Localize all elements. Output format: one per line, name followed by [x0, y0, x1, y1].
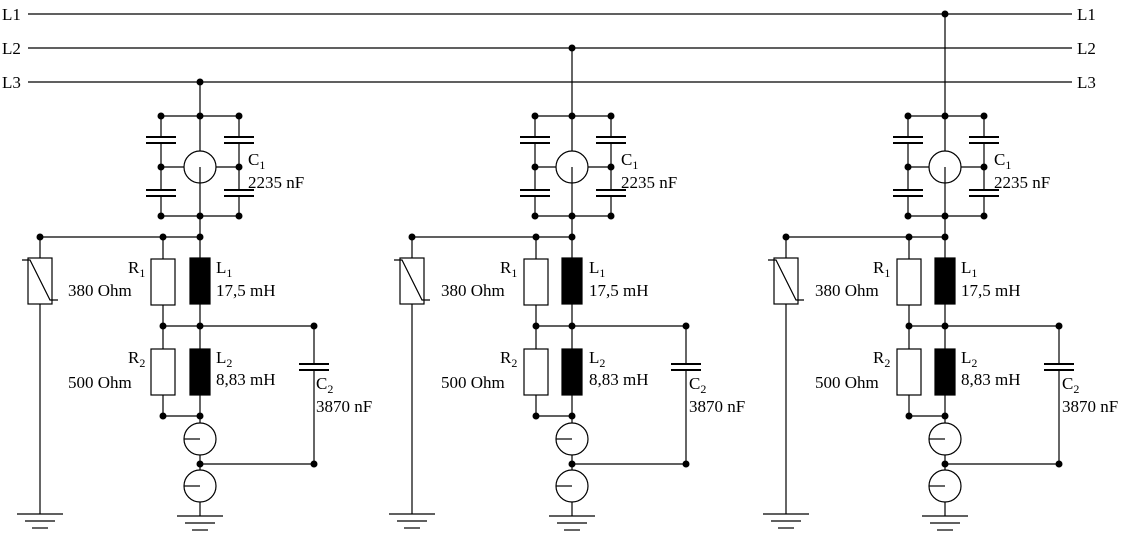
c1-value: 2235 nF: [621, 173, 677, 192]
l1-label: L1: [589, 258, 605, 280]
r1-value: 380 Ohm: [815, 281, 879, 300]
c1-capacitor-bank: [520, 112, 626, 220]
bus-label-l3-right: L3: [1077, 73, 1096, 92]
r1-label: R1: [500, 258, 517, 280]
inductor-l1: [561, 257, 583, 305]
surge-arrester: [22, 237, 58, 514]
c1-label: C1: [248, 150, 265, 172]
bus-label-l1-left: L1: [2, 5, 21, 24]
c2-label: C2: [316, 374, 333, 396]
c2-value: 3870 nF: [1062, 397, 1118, 416]
l2-label: L2: [216, 348, 232, 370]
bus-label-l1-right: L1: [1077, 5, 1096, 24]
l1-value: 17,5 mH: [589, 281, 649, 300]
c1-label: C1: [621, 150, 638, 172]
l2-label: L2: [961, 348, 977, 370]
c1-value: 2235 nF: [994, 173, 1050, 192]
inductor-l1: [189, 257, 211, 305]
junction-dot: [196, 78, 204, 86]
resistor-r2: [523, 348, 549, 396]
r1-label: R1: [128, 258, 145, 280]
r2-label: R2: [500, 348, 517, 370]
inductor-l2: [561, 348, 583, 396]
filter-stage: C1 2235 nF R1 380 Ohm L1 17,5 mH: [17, 78, 372, 531]
r1-value: 380 Ohm: [68, 281, 132, 300]
l2-value: 8,83 mH: [961, 370, 1021, 389]
c1-value: 2235 nF: [248, 173, 304, 192]
resistor-r1: [523, 258, 549, 306]
inductor-l2: [189, 348, 211, 396]
l1-value: 17,5 mH: [961, 281, 1021, 300]
inductor-l1: [934, 257, 956, 305]
l1-label: L1: [216, 258, 232, 280]
surge-arrester: [394, 237, 430, 514]
resistor-r2: [896, 348, 922, 396]
ground-symbol: [922, 515, 968, 531]
ground-symbol: [177, 515, 223, 531]
c2-label: C2: [1062, 374, 1079, 396]
r2-value: 500 Ohm: [815, 373, 879, 392]
ground-symbol: [17, 513, 63, 529]
l1-label: L1: [961, 258, 977, 280]
c1-capacitor-bank: [893, 112, 999, 220]
inductor-l2: [934, 348, 956, 396]
resistor-r1: [896, 258, 922, 306]
filter-stage: C1 2235 nF R1 380 Ohm L1 17,5 mH: [763, 10, 1118, 531]
l1-value: 17,5 mH: [216, 281, 276, 300]
r2-label: R2: [873, 348, 890, 370]
bus-lines: L1 L2 L3 L1 L2 L3: [2, 5, 1096, 92]
ground-symbol: [763, 513, 809, 529]
bus-label-l2-left: L2: [2, 39, 21, 58]
l2-value: 8,83 mH: [589, 370, 649, 389]
r2-value: 500 Ohm: [68, 373, 132, 392]
r2-label: R2: [128, 348, 145, 370]
filter-stage: C1 2235 nF R1 380 Ohm L1 17,5 mH: [389, 44, 745, 531]
ground-symbol: [389, 513, 435, 529]
r2-value: 500 Ohm: [441, 373, 505, 392]
c2-value: 3870 nF: [316, 397, 372, 416]
c2-value: 3870 nF: [689, 397, 745, 416]
resistor-r1: [150, 258, 176, 306]
ground-symbol: [549, 515, 595, 531]
c1-capacitor-bank: [146, 112, 254, 220]
r1-label: R1: [873, 258, 890, 280]
bus-label-l2-right: L2: [1077, 39, 1096, 58]
bus-label-l3-left: L3: [2, 73, 21, 92]
l2-label: L2: [589, 348, 605, 370]
r1-value: 380 Ohm: [441, 281, 505, 300]
l2-value: 8,83 mH: [216, 370, 276, 389]
c2-label: C2: [689, 374, 706, 396]
c1-label: C1: [994, 150, 1011, 172]
surge-arrester: [768, 237, 804, 514]
resistor-r2: [150, 348, 176, 396]
